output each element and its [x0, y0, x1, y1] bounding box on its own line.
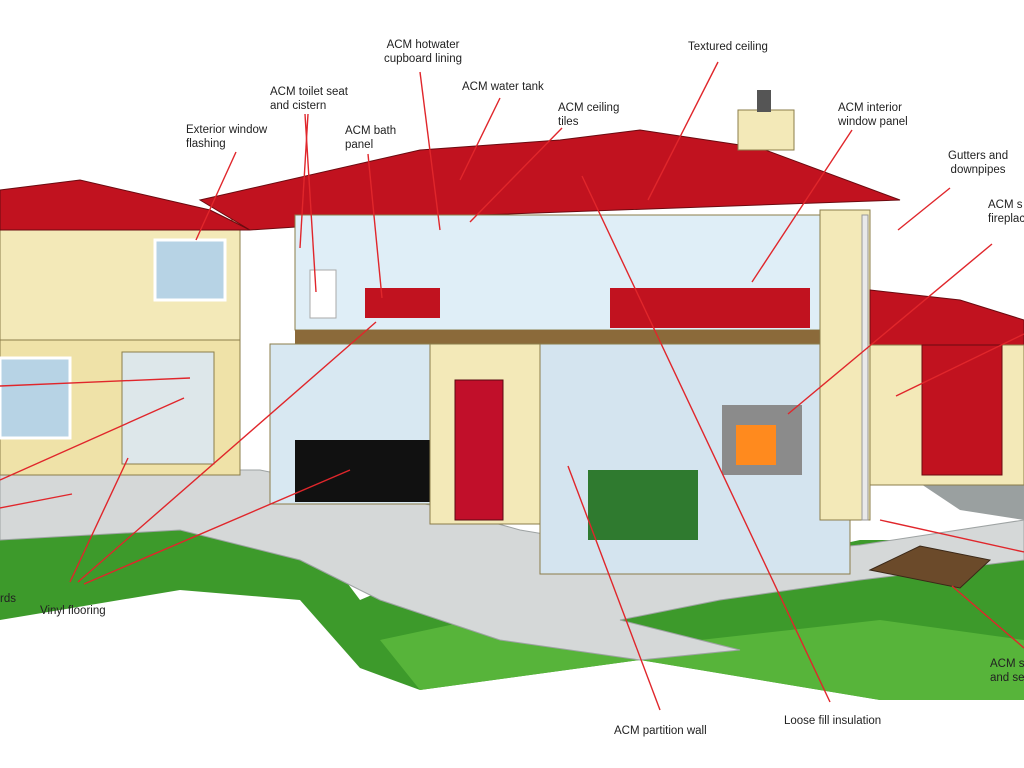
leader-ceiling-tiles	[469, 127, 563, 223]
label-water-tank: ACM water tank	[462, 81, 544, 93]
bedroom-bed	[610, 288, 810, 328]
leader-septic	[951, 585, 1024, 649]
front-path	[0, 469, 1024, 661]
leader-window-flashing	[195, 151, 237, 241]
label-loose-fill: Loose fill insulation	[784, 715, 882, 727]
window-lower-left	[0, 356, 72, 440]
leader-vinyl-3	[83, 469, 351, 585]
leader-garage	[895, 333, 1024, 397]
leader-vinyl-2	[77, 321, 377, 583]
left-roof	[0, 179, 251, 231]
leader-downpipe-drain	[879, 519, 1024, 553]
leader-partition-wall	[567, 465, 661, 711]
window-upper-left	[153, 238, 227, 302]
bath	[365, 288, 440, 318]
downpipe	[861, 214, 869, 521]
leader-vinyl-1	[69, 457, 129, 583]
sofa	[588, 470, 698, 540]
kitchen-floor	[295, 440, 430, 502]
leader-laundry-2	[0, 397, 185, 481]
flue	[757, 90, 771, 112]
label-vinyl-flooring: Vinyl flooring	[40, 605, 106, 617]
label-boards: rds	[0, 593, 16, 605]
laundry	[121, 351, 215, 465]
front-door	[454, 379, 504, 521]
leader-water-tank	[459, 97, 501, 181]
leader-laundry	[0, 377, 191, 387]
label-partition-wall: ACM partition wall	[614, 725, 707, 737]
leader-interior-window	[751, 129, 853, 283]
septic-tank	[868, 545, 992, 589]
garage-door	[921, 344, 1003, 476]
floor-slab	[295, 330, 855, 344]
label-textured-ceiling: Textured ceiling	[688, 41, 768, 53]
toilet	[309, 269, 337, 319]
leader-gutters	[897, 187, 951, 231]
fire	[736, 425, 776, 465]
leader-hotwater	[419, 71, 441, 231]
leader-bath	[367, 153, 383, 299]
leader-textured-ceiling	[647, 61, 719, 201]
leader-boards	[0, 493, 73, 509]
garage-roof	[869, 289, 1024, 346]
leader-toilet-2	[299, 113, 309, 249]
leader-fireplace	[787, 243, 993, 415]
leader-loose-fill	[581, 175, 831, 703]
